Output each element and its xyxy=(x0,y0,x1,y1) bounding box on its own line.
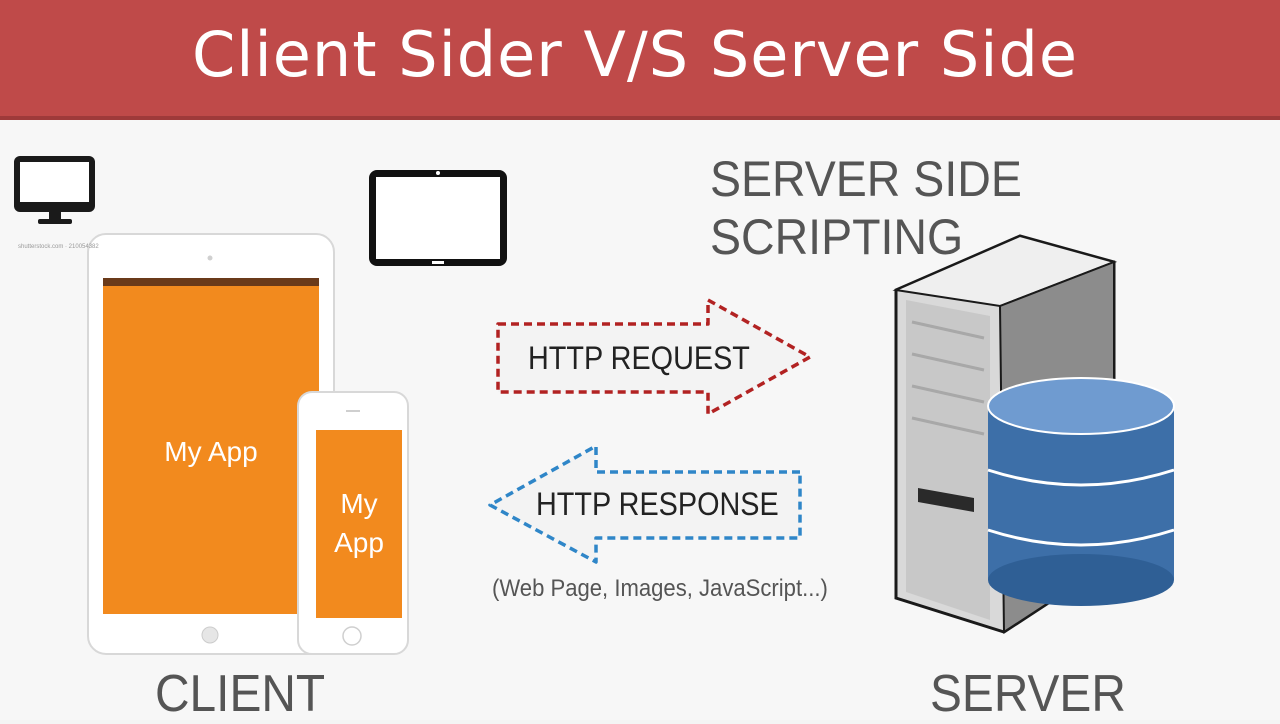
title-bar: Client Sider V/S Server Side xyxy=(0,0,1280,120)
server-side-scripting-heading: SERVER SIDE SCRIPTING xyxy=(710,151,1022,265)
database-icon xyxy=(987,377,1175,606)
desktop-monitor-icon xyxy=(14,156,95,224)
http-request-label: HTTP REQUEST xyxy=(528,340,750,376)
phone-app-label-line2: App xyxy=(334,527,384,558)
slide-title: Client Sider V/S Server Side xyxy=(192,18,1078,91)
tablet-app-label: My App xyxy=(164,436,258,467)
tablet-device xyxy=(87,233,335,655)
client-label: CLIENT xyxy=(155,665,326,723)
http-response-arrow xyxy=(488,444,802,564)
phone-device xyxy=(297,391,409,655)
http-response-label: HTTP RESPONSE xyxy=(536,486,779,522)
server-label: SERVER xyxy=(930,665,1126,723)
phone-app-label-line1: My xyxy=(340,488,378,519)
tablet-icon xyxy=(369,170,507,266)
response-caption: (Web Page, Images, JavaScript...) xyxy=(492,575,828,602)
stock-watermark: shutterstock.com · 210054382 xyxy=(18,244,99,250)
http-request-arrow xyxy=(496,298,812,416)
